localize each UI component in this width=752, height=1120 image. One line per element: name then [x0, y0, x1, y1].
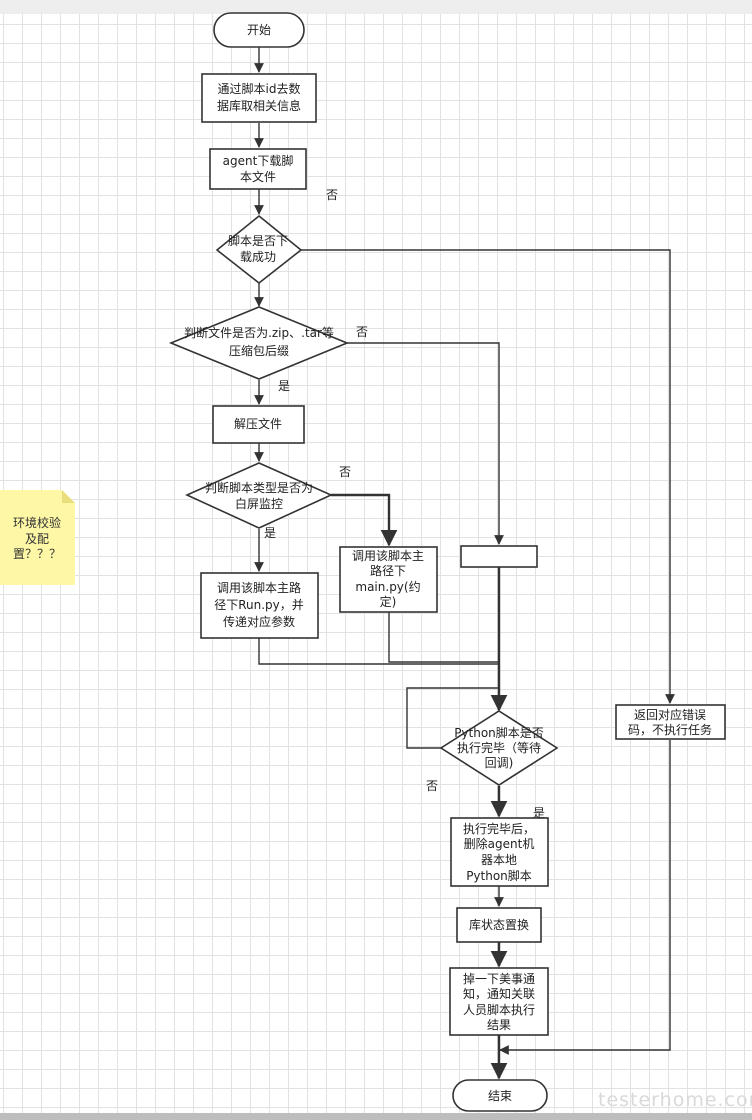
svg-text:载成功: 载成功: [240, 250, 276, 264]
edge-download-no: [301, 249, 675, 704]
svg-text:调用该脚本主路: 调用该脚本主路: [217, 580, 301, 595]
node-status[interactable]: 库状态置换: [456, 907, 542, 943]
note-line-3: 置？？？: [13, 547, 61, 561]
svg-text:Python脚本是否: Python脚本是否: [454, 725, 544, 740]
svg-text:调用该脚本主: 调用该脚本主: [352, 548, 424, 563]
label-python-no: 否: [426, 779, 438, 793]
edge-run-merge: [258, 638, 499, 665]
svg-text:Python脚本: Python脚本: [466, 868, 532, 883]
node-error[interactable]: 返回对应错误 码，不执行任务: [615, 704, 726, 740]
svg-text:传递对应参数: 传递对应参数: [223, 614, 295, 629]
label-python-yes: 是: [533, 806, 545, 820]
node-download[interactable]: agent下载脚 本文件: [209, 148, 307, 190]
node-is-archive[interactable]: 判断文件是否为.zip、.tar等 压缩包后缀: [168, 306, 350, 380]
node-exec[interactable]: [460, 545, 538, 568]
svg-text:码，不执行任务: 码，不执行任务: [628, 722, 712, 737]
svg-text:执行完毕（等待: 执行完毕（等待: [457, 740, 541, 755]
svg-text:通过脚本id去数: 通过脚本id去数: [218, 81, 301, 96]
svg-text:器本地: 器本地: [481, 853, 517, 867]
node-is-monitor[interactable]: 判断脚本类型是否为 白屏监控: [185, 462, 333, 529]
svg-text:压缩包后缀: 压缩包后缀: [229, 343, 289, 358]
svg-text:路径下: 路径下: [370, 563, 406, 578]
node-call-run[interactable]: 调用该脚本主路 径下Run.py，并 传递对应参数: [200, 572, 319, 639]
edge-error-end: [499, 740, 671, 1055]
node-unzip[interactable]: 解压文件: [212, 405, 305, 444]
label-archive-no: 否: [356, 325, 368, 339]
svg-text:结果: 结果: [487, 1018, 511, 1032]
watermark: testerhome.com: [598, 1089, 752, 1111]
node-cleanup[interactable]: 执行完毕后， 删除agent机 器本地 Python脚本: [450, 817, 549, 887]
svg-text:白屏监控: 白屏监控: [235, 496, 283, 511]
node-start-label: 开始: [247, 23, 271, 37]
sticky-note[interactable]: 环境校验 及配 置？？？: [0, 490, 75, 585]
svg-text:库状态置换: 库状态置换: [469, 917, 529, 932]
node-end-label: 结束: [488, 1089, 512, 1103]
edges: [254, 47, 675, 1080]
svg-text:返回对应错误: 返回对应错误: [634, 707, 706, 722]
svg-text:agent下载脚: agent下载脚: [223, 153, 294, 168]
node-fetch-info[interactable]: 通过脚本id去数 据库取相关信息: [201, 73, 317, 123]
svg-text:脚本是否下: 脚本是否下: [228, 233, 288, 248]
node-python-done[interactable]: Python脚本是否 执行完毕（等待 回调): [439, 710, 559, 786]
edge-python-no: [406, 687, 499, 749]
svg-text:执行完毕后，: 执行完毕后，: [463, 821, 535, 836]
svg-text:径下Run.py，并: 径下Run.py，并: [214, 598, 304, 612]
label-monitor-yes: 是: [264, 526, 276, 540]
svg-text:回调): 回调): [485, 756, 514, 770]
note-line-2: 及配: [25, 532, 49, 546]
svg-text:本文件: 本文件: [240, 169, 276, 184]
svg-text:判断文件是否为.zip、.tar等: 判断文件是否为.zip、.tar等: [184, 325, 334, 340]
edge-monitor-no: [331, 493, 398, 547]
edge-main-merge: [388, 612, 499, 663]
edge-archive-no: [347, 342, 504, 545]
svg-text:main.py(约: main.py(约: [355, 579, 420, 594]
svg-text:定): 定): [380, 594, 397, 609]
canvas-bottom-bar: [0, 1113, 752, 1120]
note-line-1: 环境校验: [13, 515, 61, 530]
canvas-top-bar: [0, 0, 752, 14]
svg-text:删除agent机: 删除agent机: [464, 836, 535, 851]
node-notify[interactable]: 掉一下美事通 知，通知关联 人员脚本执行 结果: [449, 967, 549, 1036]
svg-text:据库取相关信息: 据库取相关信息: [217, 98, 301, 113]
svg-text:判断脚本类型是否为: 判断脚本类型是否为: [205, 480, 313, 495]
svg-text:知，通知关联: 知，通知关联: [463, 987, 535, 1001]
node-download-ok[interactable]: 脚本是否下 载成功: [215, 214, 303, 285]
label-monitor-no: 否: [339, 465, 351, 479]
svg-text:解压文件: 解压文件: [234, 416, 282, 431]
node-start[interactable]: 开始: [213, 12, 305, 48]
node-call-main[interactable]: 调用该脚本主 路径下 main.py(约 定): [339, 546, 438, 613]
label-archive-yes: 是: [278, 379, 290, 393]
label-download-no: 否: [326, 188, 338, 202]
node-end[interactable]: 结束: [452, 1079, 548, 1112]
svg-text:人员脚本执行: 人员脚本执行: [463, 1002, 535, 1017]
svg-text:掉一下美事通: 掉一下美事通: [463, 972, 535, 986]
